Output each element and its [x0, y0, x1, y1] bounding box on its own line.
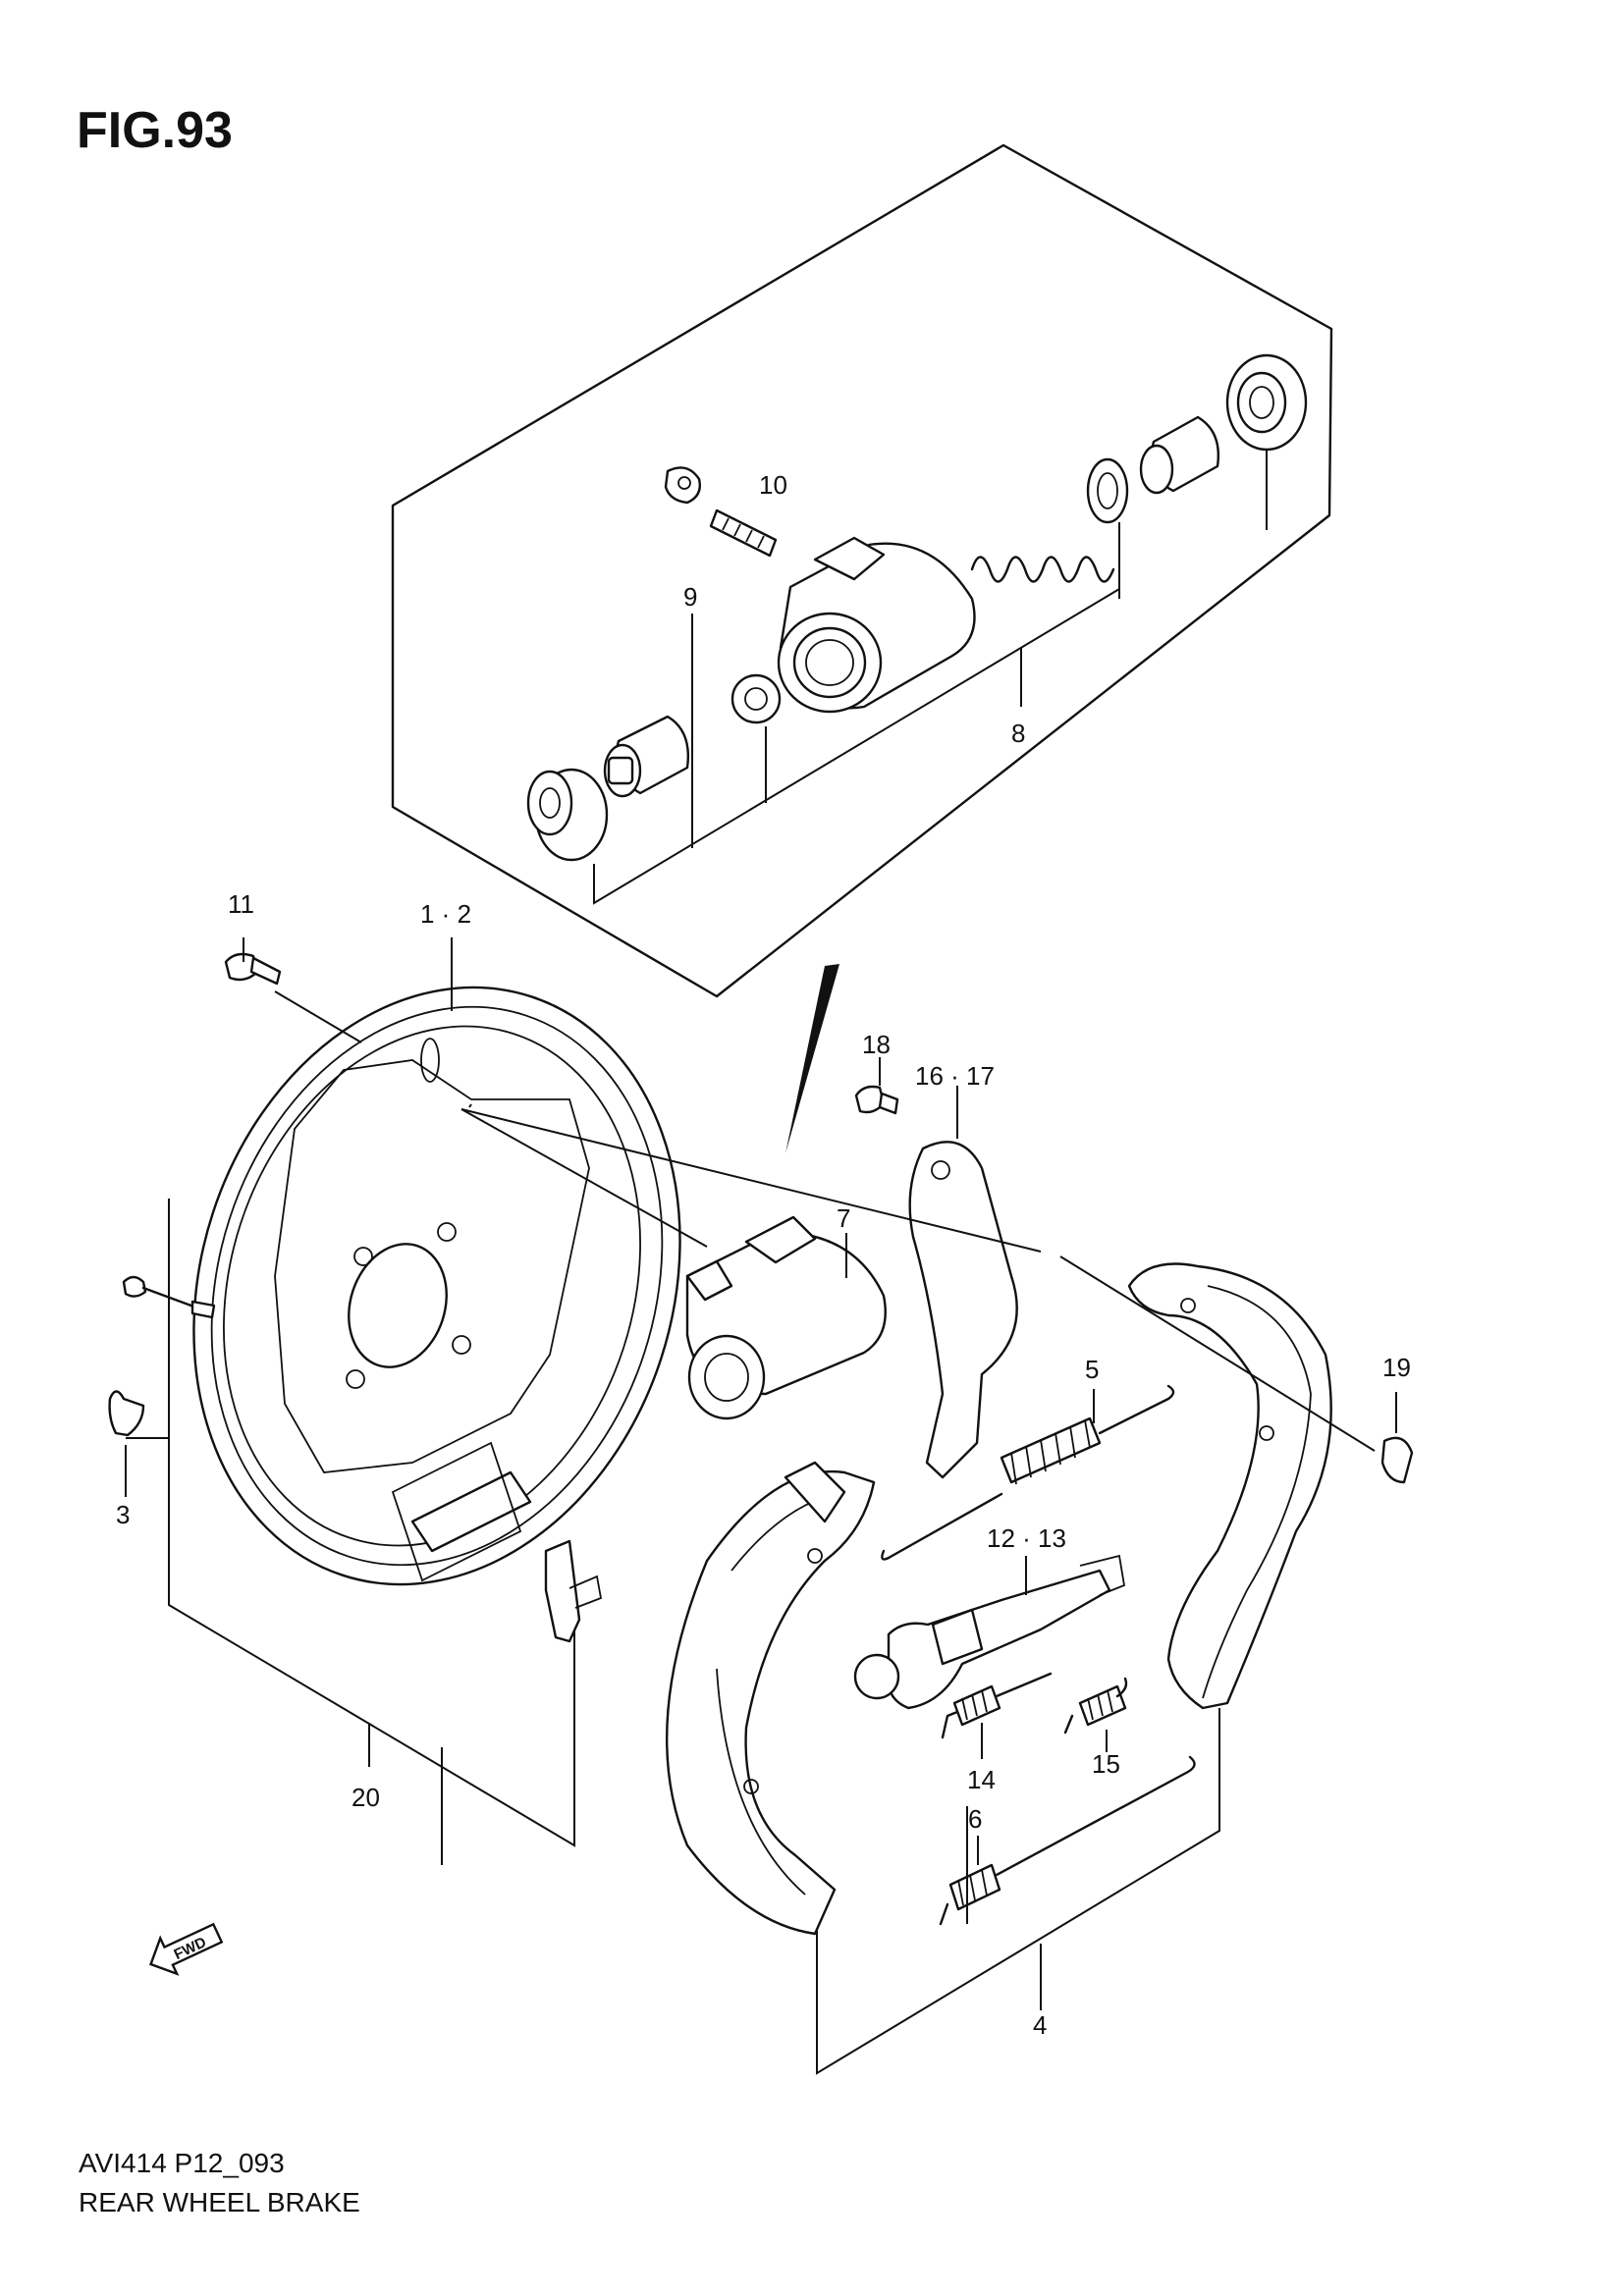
part-bleeder-screw — [709, 508, 778, 558]
part-cylinder-body — [777, 536, 976, 714]
part-bleeder-cap — [664, 466, 701, 505]
part-parking-lever — [908, 1141, 1018, 1479]
part-clip-20 — [544, 1539, 603, 1643]
part-bolt-18 — [854, 1085, 899, 1115]
part-spring-6 — [939, 1755, 1196, 1926]
callout-14: 14 — [967, 1765, 996, 1794]
callout-7: 7 — [837, 1203, 850, 1233]
part-cup-seal — [730, 673, 782, 724]
part-spring-5 — [881, 1384, 1175, 1561]
figure-title: FIG.93 — [77, 102, 233, 159]
part-boot-left — [526, 768, 609, 862]
callout-12-13: 12 · 13 — [987, 1523, 1066, 1553]
part-boot-right — [1225, 353, 1308, 452]
callout-16-17: 16 · 17 — [915, 1061, 995, 1091]
part-cup — [1086, 457, 1129, 524]
callout-3: 3 — [116, 1500, 130, 1529]
callout-4: 4 — [1033, 2010, 1047, 2040]
part-backing-plate — [192, 986, 681, 1586]
callout-15: 15 — [1092, 1749, 1120, 1779]
part-clip-3 — [108, 1390, 145, 1437]
bracket-20 — [168, 1199, 575, 1847]
callout-19: 19 — [1382, 1353, 1411, 1382]
explode-direction-wedge — [785, 964, 839, 1153]
figure-name: REAR WHEEL BRAKE — [79, 2187, 360, 2217]
bracket-4 — [816, 1708, 1220, 2075]
callout-5: 5 — [1085, 1355, 1099, 1384]
part-bolt-11 — [224, 952, 282, 986]
fwd-arrow-icon: FWD — [149, 1922, 224, 1976]
callout-6: 6 — [968, 1804, 982, 1834]
part-spring — [970, 556, 1115, 583]
callout-10: 10 — [759, 470, 787, 500]
callout-18: 18 — [862, 1030, 891, 1059]
callout-1-2: 1 · 2 — [420, 899, 471, 929]
part-spring-15 — [1063, 1677, 1128, 1735]
part-adjuster — [853, 1554, 1126, 1710]
part-piston-right — [1139, 415, 1219, 495]
figure-code: AVI414 P12_093 — [79, 2148, 285, 2178]
part-brake-shoe-right — [1127, 1262, 1332, 1710]
callout-20: 20 — [352, 1783, 380, 1812]
callout-8: 8 — [1011, 719, 1025, 748]
callout-11: 11 — [228, 889, 254, 919]
part-clip-19 — [1380, 1436, 1414, 1484]
part-piston-left — [603, 715, 689, 798]
callout-9: 9 — [683, 582, 697, 612]
wheel-cylinder-inset — [391, 143, 1333, 998]
part-brake-shoe-left — [666, 1461, 876, 1936]
part-wheel-cylinder-7 — [685, 1215, 887, 1420]
inset-frame — [391, 143, 1333, 998]
part-spring-14 — [941, 1672, 1053, 1739]
